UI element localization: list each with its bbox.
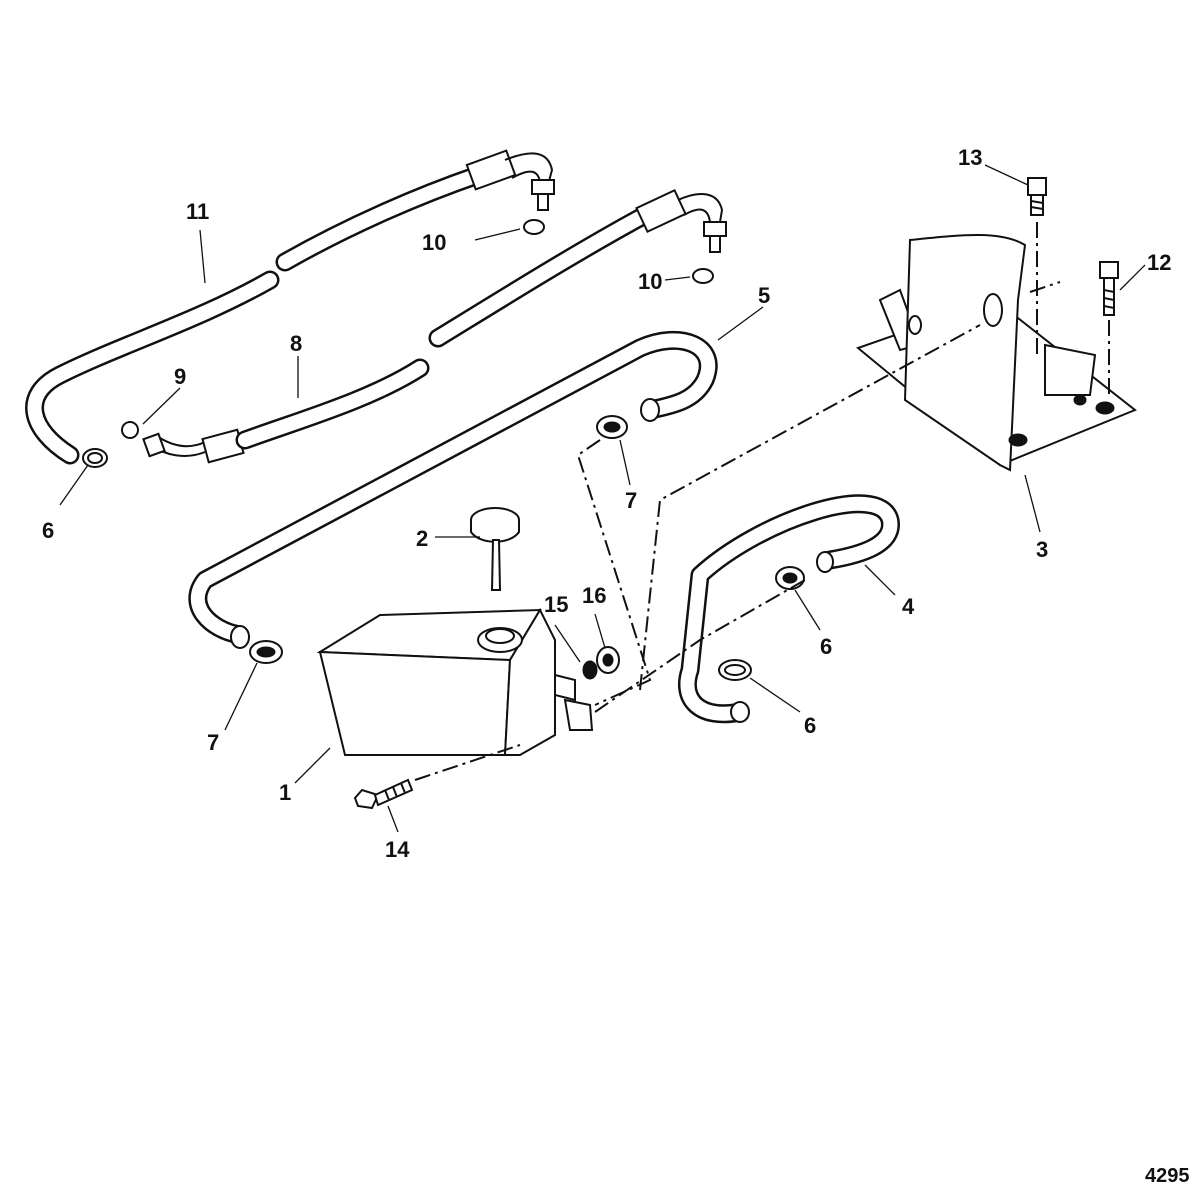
bolt-12 xyxy=(1099,261,1119,316)
clamp-7-upper xyxy=(596,415,628,439)
clamp-6-mid xyxy=(775,566,805,590)
callout-5: 5 xyxy=(758,283,770,308)
callout-6a: 6 xyxy=(42,518,54,543)
callout-1: 1 xyxy=(279,780,291,805)
callout-12: 12 xyxy=(1147,250,1171,275)
callout-7a: 7 xyxy=(625,488,637,513)
callout-9: 9 xyxy=(174,364,186,389)
callout-15: 15 xyxy=(544,592,568,617)
assembly-lines xyxy=(414,222,1110,781)
screw-14 xyxy=(353,778,414,810)
clamp-6-left xyxy=(82,448,108,468)
hose-4 xyxy=(677,494,900,724)
o-ring-9 xyxy=(121,421,139,439)
callout-7b: 7 xyxy=(207,730,219,755)
callout-16: 16 xyxy=(582,583,606,608)
bolt-13 xyxy=(1027,177,1047,216)
clamp-7-lower xyxy=(249,640,283,664)
leader-lines xyxy=(59,164,1146,833)
callout-13: 13 xyxy=(958,145,982,170)
nut-16 xyxy=(596,646,620,674)
o-ring-10a xyxy=(523,219,545,235)
callout-10a: 10 xyxy=(422,230,446,255)
callout-14: 14 xyxy=(385,837,410,862)
callouts: 11 10 10 8 9 5 6 7 2 15 16 7 1 14 6 6 4 … xyxy=(42,145,1171,862)
bracket-3 xyxy=(855,234,1137,472)
filler-cap-2 xyxy=(470,507,520,591)
callout-4: 4 xyxy=(902,594,915,619)
reservoir-1 xyxy=(316,607,594,756)
callout-10b: 10 xyxy=(638,269,662,294)
callout-3: 3 xyxy=(1036,537,1048,562)
callout-2: 2 xyxy=(416,526,428,551)
callout-8: 8 xyxy=(290,331,302,356)
hose-11 xyxy=(25,149,555,465)
hose-5 xyxy=(188,330,718,649)
seal-15 xyxy=(582,660,598,680)
hose-8 xyxy=(142,189,727,464)
callout-6c: 6 xyxy=(804,713,816,738)
o-ring-10b xyxy=(692,268,714,284)
figure-number: 4295 xyxy=(1145,1165,1190,1187)
callout-6b: 6 xyxy=(820,634,832,659)
callout-11: 11 xyxy=(186,199,209,224)
clamp-6-low xyxy=(718,659,752,681)
